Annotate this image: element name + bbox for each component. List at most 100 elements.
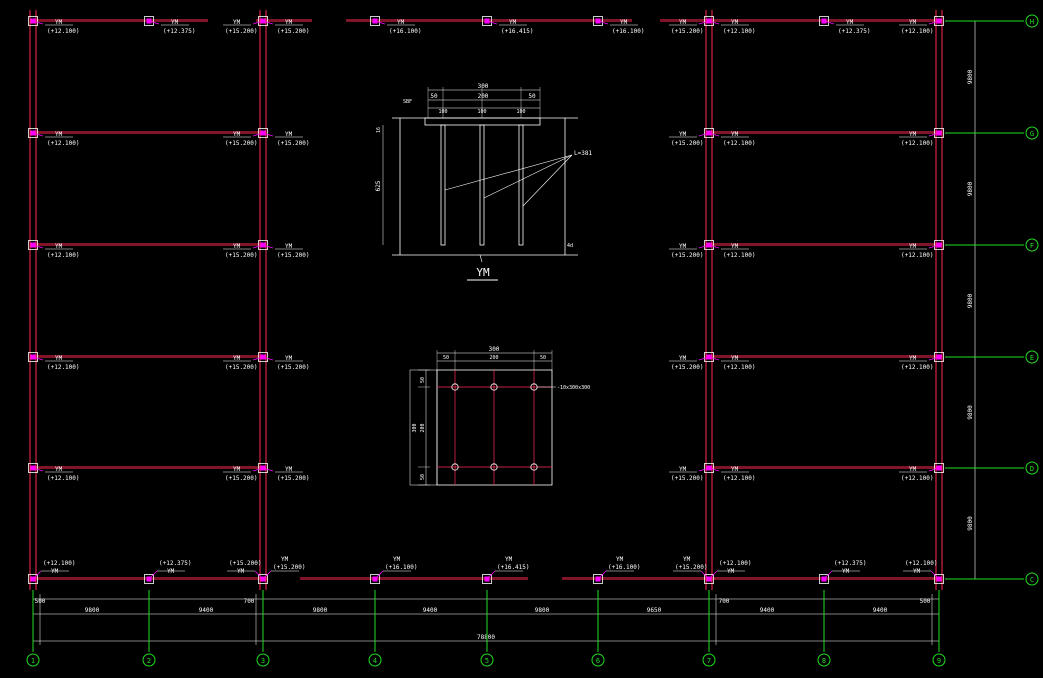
embedded-elevation: (+12.100)	[47, 364, 80, 371]
dimension-total-text: 78800	[477, 634, 495, 641]
anchor-bar	[518, 124, 524, 246]
leader-line	[708, 244, 720, 249]
column-box	[258, 128, 268, 138]
axis-label-column: 3	[261, 657, 265, 665]
leader-line	[700, 570, 710, 580]
leader-line	[823, 570, 833, 580]
embedded-tag: YM	[233, 243, 241, 250]
column-box	[704, 463, 714, 473]
embedded-tag: YM	[285, 19, 293, 26]
embedded-elevation: (+12.100)	[723, 252, 756, 259]
dimension-text: 700	[719, 598, 730, 605]
section-plate-note: SBF	[403, 99, 412, 105]
dimension-text-right: 9800	[967, 69, 974, 84]
embedded-tag: YM	[55, 243, 63, 250]
axis-bubble-column	[591, 653, 605, 667]
embedded-tag: YM	[683, 556, 691, 563]
axis-label-row: H	[1030, 18, 1034, 26]
embedded-tag: YM	[679, 131, 687, 138]
column-box	[593, 16, 603, 26]
section-title: YM	[476, 266, 490, 279]
leader-line	[698, 244, 710, 249]
dimension-text: 9400	[873, 607, 888, 614]
embedded-tag: YM	[393, 556, 401, 563]
leader-line	[597, 570, 607, 580]
column-box	[819, 574, 829, 584]
leader-line	[698, 467, 710, 472]
column-box	[934, 240, 944, 250]
embedded-tag: YM	[731, 131, 739, 138]
embedded-tag: YM	[281, 556, 289, 563]
embedded-elevation: (+12.100)	[905, 560, 938, 567]
embedded-elevation: (+12.100)	[901, 28, 934, 35]
embedded-tag: YM	[51, 568, 59, 575]
dimension-text: 500	[35, 598, 46, 605]
column-box	[258, 574, 268, 584]
embedded-elevation: (+12.100)	[47, 140, 80, 147]
anchor-hole	[530, 463, 538, 471]
embedded-tag: YM	[731, 19, 739, 26]
leader-line	[252, 244, 264, 249]
leader-line	[32, 570, 42, 580]
column-box	[934, 574, 944, 584]
embedded-elevation: (+12.100)	[719, 560, 752, 567]
column-box	[28, 352, 38, 362]
axis-bubble-row	[1025, 572, 1039, 586]
embedded-elevation: (+16.415)	[501, 28, 534, 35]
embedded-tag: YM	[909, 355, 917, 362]
dimension-text: 9800	[535, 607, 550, 614]
leader-line	[262, 467, 274, 472]
embedded-tag: YM	[237, 568, 245, 575]
plan-width-part: 200	[489, 355, 498, 361]
axis-label-row: D	[1030, 465, 1034, 473]
column-box	[934, 16, 944, 26]
dimension-text-right: 9800	[967, 516, 974, 531]
embedded-elevation: (+16.415)	[497, 564, 530, 571]
column-box	[258, 16, 268, 26]
section-dim-part-text: 50	[528, 93, 536, 100]
column-box	[704, 352, 714, 362]
embedded-tag: YM	[913, 568, 921, 575]
embedded-tag: YM	[616, 556, 624, 563]
rebar-leader	[444, 154, 573, 191]
axis-label-column: 9	[937, 657, 941, 665]
embedded-elevation: (+12.375)	[838, 28, 871, 35]
leader-line	[252, 467, 264, 472]
embedded-elevation: (+16.100)	[389, 28, 422, 35]
axis-bubble-column	[368, 653, 382, 667]
embedded-tag: YM	[679, 243, 687, 250]
leader-line	[823, 20, 835, 25]
leader-line	[254, 570, 264, 580]
embedded-tag: YM	[909, 19, 917, 26]
anchor-bar	[479, 124, 485, 246]
column-box	[704, 240, 714, 250]
embedded-tag: YM	[233, 466, 241, 473]
dimension-text: 9650	[647, 607, 662, 614]
section-cut-mark	[479, 254, 483, 263]
axis-bubble-row	[1025, 461, 1039, 475]
column-box	[28, 240, 38, 250]
column-box	[819, 16, 829, 26]
embedded-elevation: (+15.200)	[225, 364, 258, 371]
column-box	[370, 16, 380, 26]
embedded-elevation: (+12.100)	[723, 364, 756, 371]
plan-width-part: 50	[540, 355, 546, 361]
embedded-tag: YM	[909, 243, 917, 250]
leader-line	[928, 244, 940, 249]
column-box	[370, 574, 380, 584]
embedded-elevation: (+16.100)	[612, 28, 645, 35]
embedded-tag: YM	[285, 466, 293, 473]
dimension-text: 9400	[423, 607, 438, 614]
axis-bubble-row	[1025, 238, 1039, 252]
column-box	[28, 16, 38, 26]
column-box	[258, 352, 268, 362]
embedded-tag: YM	[846, 19, 854, 26]
column-box	[704, 16, 714, 26]
leader-line	[698, 132, 710, 137]
column-box	[704, 128, 714, 138]
column-box	[28, 574, 38, 584]
axis-label-row: G	[1030, 130, 1034, 138]
